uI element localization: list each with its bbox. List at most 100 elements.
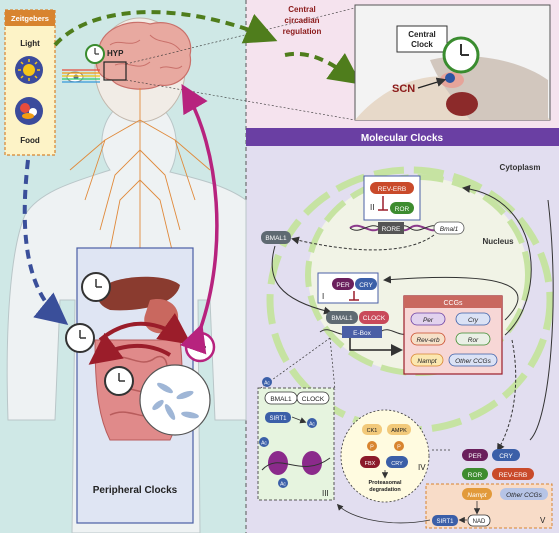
bmal1-cytoplasm-pill (261, 231, 291, 244)
bmal1-gene-pill (433, 221, 465, 235)
central-clock-label-1: Central (408, 30, 436, 39)
rev-erb-label: REV-ERB (378, 186, 407, 193)
central-regulation-line1: Central (288, 5, 316, 14)
per-label: PER (336, 282, 350, 289)
outer-feedback-arrow (529, 199, 554, 441)
food-icon (15, 97, 43, 125)
ccgs-title: CCGs (443, 300, 463, 307)
fbx-label: FBX (365, 461, 376, 467)
molecular-clocks-title: Molecular Clocks (361, 133, 444, 144)
ccg-cry: Cry (468, 317, 479, 324)
panel-iii-bmal1: BMAL1 (270, 396, 292, 403)
central-regulation-arrow (284, 51, 362, 85)
panel-v-other: Other CCGs (506, 492, 543, 499)
food-label: Food (20, 136, 40, 145)
panel-v-sirt1: SIRT1 (437, 519, 455, 525)
zoom-line-bottom (125, 79, 356, 121)
hyp-label: HYP (107, 49, 124, 58)
rore-box (378, 222, 404, 234)
cry-pill (355, 278, 377, 290)
microbiome-icon (139, 364, 211, 436)
loop-ii: II REV-ERB ROR (363, 175, 421, 221)
sirt1-to-panel-iii-arrow (336, 503, 431, 524)
peripheral-clocks-label: Peripheral Clocks (93, 485, 178, 496)
ccg-other: Other CCGs (455, 358, 492, 365)
ccgs-box: CCGs Per Cry Rev-erb Ror Nampt Other CCG… (403, 295, 503, 375)
peripheral-clock-icon-magenta (184, 331, 216, 363)
phospho-badge-1: P (370, 445, 374, 451)
molecular-clocks-header (246, 128, 559, 146)
panel-iii: Ac BMAL1 CLOCK SIRT1 Ac Ac Ac III (257, 337, 336, 501)
zoom-line-top (125, 7, 356, 65)
cytoplasm-label: Cytoplasm (500, 163, 541, 172)
ampk-label: AMPK (391, 428, 407, 434)
phospho-badge-2: P (397, 445, 401, 451)
ebox-dna: E-Box (319, 326, 411, 338)
light-input-arrow (53, 10, 278, 47)
ac-badge-1: Ac (264, 381, 270, 387)
light-rays (62, 69, 100, 83)
loop-i: I PER CRY (317, 272, 379, 304)
ccg-ror: Ror (468, 337, 479, 344)
bmal1-import-arrow (271, 245, 332, 315)
rore-label: RORE (382, 226, 401, 233)
panel-v-nampt: Nampt (467, 492, 487, 499)
scn-pointer-arrow (417, 77, 447, 89)
ac-badge-3: Ac (261, 441, 267, 447)
ebox-label: E-Box (353, 330, 371, 337)
proteasomal-label: Proteasomal (368, 480, 401, 486)
per-pill (332, 278, 354, 290)
ror-pill (390, 202, 414, 214)
zeitgebers-title: Zeitgebers (11, 14, 49, 23)
panel-v-per: PER (468, 453, 482, 460)
panel-v-rev-erb: REV-ERB (499, 472, 528, 479)
central-clock-label-box: Central Clock (396, 25, 448, 53)
ccg-nampt: Nampt (417, 358, 437, 365)
feedback-arrow-rev-erb (462, 184, 532, 336)
loop-ii-numeral: II (370, 203, 374, 212)
central-regulation-line3: regulation (283, 27, 322, 36)
feedback-arrow-per-cry (383, 275, 519, 321)
loop-i-numeral: I (322, 292, 324, 301)
rev-erb-pill (370, 182, 414, 194)
cry-label: CRY (359, 282, 373, 289)
zeitgebers-panel: Zeitgebers Light Food (4, 9, 56, 156)
ebox-box (342, 326, 382, 338)
peripheral-clock-icon-1 (81, 272, 111, 302)
degradation-label: degradation (369, 487, 401, 493)
bmal1-gene-label: Bmal1 (440, 226, 459, 233)
central-clock-icon (442, 36, 480, 74)
panel-iii-sirt1: SIRT1 (270, 416, 288, 422)
panel-v-cry: CRY (499, 453, 513, 460)
scn-label: SCN (392, 83, 415, 95)
hypothalamus-highlight-box (103, 61, 127, 81)
cry-iv-label: CRY (391, 461, 403, 467)
ac-badge-4: Ac (280, 482, 286, 488)
panel-v-ror: ROR (468, 472, 483, 479)
bmal1-nucleus-pill (326, 311, 358, 324)
peripheral-clock-icon-3 (104, 366, 134, 396)
panel-iv: CK1 AMPK P P FBX CRY Proteasomal degrada… (340, 409, 430, 503)
panel-iii-numeral: III (322, 489, 329, 498)
ccg-rev-erb: Rev-erb (416, 337, 440, 344)
ccg-per: Per (423, 317, 434, 324)
clock-label: CLOCK (363, 315, 386, 322)
bmal1-translation-arrow (291, 234, 435, 251)
panel-iv-numeral: IV (418, 463, 426, 472)
light-label: Light (20, 39, 40, 48)
rore-dna: RORE Bmal1 (349, 221, 465, 235)
ac-badge-2: Ac (309, 422, 315, 428)
panel-v-numeral: V (540, 516, 546, 525)
nucleus-label: Nucleus (482, 237, 514, 246)
central-regulation-line2: circadian (284, 16, 319, 25)
peripheral-clock-icon-2 (65, 323, 95, 353)
panel-v: PER CRY ROR REV-ERB Nampt Other CCGs SIR… (425, 449, 553, 529)
panel-iii-clock: CLOCK (302, 396, 325, 403)
bmal1-nucleus-label: BMAL1 (331, 315, 353, 322)
peripheral-clocks-panel: Peripheral Clocks (76, 247, 211, 524)
central-clock-label-2: Clock (411, 40, 433, 49)
ccg-to-panel-v-arrow (497, 339, 517, 452)
ebox-transcription-arrow (349, 338, 403, 356)
